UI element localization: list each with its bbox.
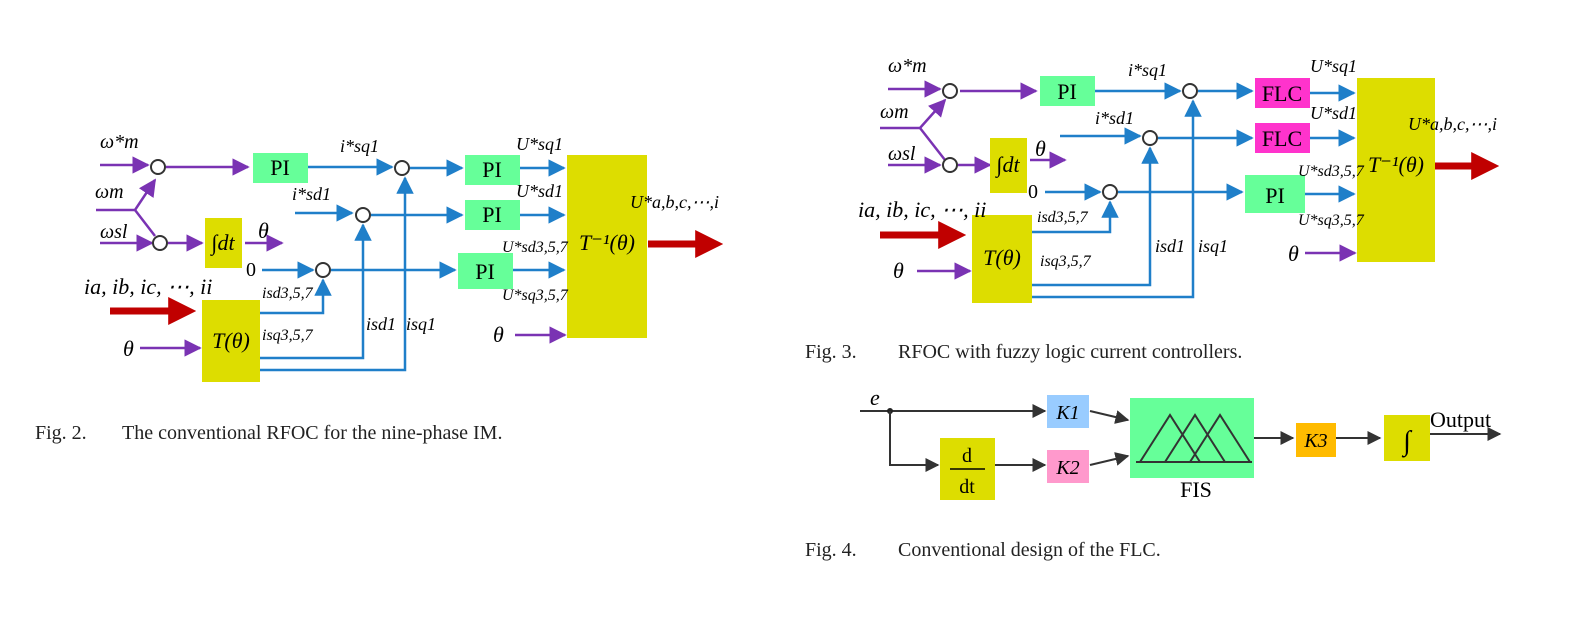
- fig3-transform-block: [972, 215, 1032, 303]
- fig2-currents-in: ia, ib, ic, ⋯, ii: [84, 274, 212, 299]
- fig2-omega-m-ref: ω*m: [100, 131, 139, 153]
- fig3-i-sq1-ref: i*sq1: [1128, 60, 1167, 80]
- fig2-inverse-transform-block: [567, 155, 647, 338]
- fig2-caption-text: The conventional RFOC for the nine-phase…: [122, 422, 502, 444]
- fig4-k2-label: K2: [1055, 457, 1079, 479]
- fig2-pi-q-label: PI: [482, 157, 502, 182]
- fig3-inverse-transform-label: T⁻¹(θ): [1368, 152, 1424, 177]
- fig2-i-sd1: isd1: [366, 314, 396, 334]
- fig3-u-sd1: U*sd1: [1310, 103, 1357, 123]
- fig2-zero-label: 0: [246, 259, 256, 281]
- fig4-membership-functions: [1139, 413, 1201, 463]
- fig2-i-sd1-ref: i*sd1: [292, 184, 331, 204]
- fig3-omega-sl: ωsl: [888, 143, 916, 165]
- fig4-fis-block: [1130, 398, 1254, 478]
- fig3-pi-speed-label: PI: [1057, 79, 1077, 104]
- fig2-u-sq1: U*sq1: [516, 134, 563, 154]
- fig2-pi-xy-label: PI: [475, 259, 495, 284]
- fig3-i-sd1: isd1: [1155, 236, 1185, 256]
- fig4-k3-block: [1296, 423, 1336, 457]
- fig3-u-sq1: U*sq1: [1310, 56, 1357, 76]
- fig3-currents-in: ia, ib, ic, ⋯, ii: [858, 197, 986, 222]
- fig4-k1-block: [1047, 395, 1089, 428]
- fig4-e-label: e: [870, 385, 880, 410]
- fig3-diagram: [880, 76, 1500, 303]
- fig4-deriv-num: d: [962, 445, 972, 467]
- fig3-transform-label: T(θ): [983, 245, 1021, 270]
- fig2-u-sd357: U*sd3,5,7: [502, 239, 569, 256]
- fig4-integral-symbol: ∫: [1401, 426, 1413, 458]
- fig3-i-sd357: isd3,5,7: [1037, 209, 1089, 226]
- fig2-omega-m: ωm: [95, 181, 124, 203]
- fig2-u-sq357: U*sq3,5,7: [502, 287, 569, 304]
- fig3-integrator-label: ∫dt: [994, 152, 1020, 178]
- fig4-fis-label: FIS: [1180, 477, 1212, 502]
- fig2-omega-sl: ωsl: [100, 221, 128, 243]
- fig3-pi-speed-block: [1040, 76, 1095, 106]
- fig3-caption-text: RFOC with fuzzy logic current controller…: [898, 341, 1242, 363]
- fig4-caption-text: Conventional design of the FLC.: [898, 539, 1161, 561]
- fig4-integrator-block: [1384, 415, 1430, 461]
- fig3-theta-out: θ: [1035, 136, 1046, 161]
- fig3-flc-q-label: FLC: [1262, 81, 1302, 106]
- fig2-i-sq357: isq3,5,7: [262, 327, 314, 344]
- fig2-i-sq1-ref: i*sq1: [340, 136, 379, 156]
- fig3-theta-in: θ: [893, 258, 904, 283]
- fig3-inverse-transform-block: [1357, 78, 1435, 262]
- fig2-pi-d-block: [465, 200, 520, 230]
- fig2-pi-speed-block: [253, 153, 308, 183]
- fig4-deriv-den: dt: [959, 476, 975, 498]
- fig3-pi-xy-label: PI: [1265, 183, 1285, 208]
- fig2-inverse-transform-label: T⁻¹(θ): [579, 230, 635, 255]
- fig2-integrator-label: ∫dt: [209, 230, 235, 256]
- fig2-diagram: [96, 153, 724, 382]
- fig3-flc-d-label: FLC: [1262, 126, 1302, 151]
- fig3-pi-xy-block: [1245, 175, 1305, 213]
- fig2-u-sd1: U*sd1: [516, 181, 563, 201]
- fig3-u-out: U*a,b,c,⋯,i: [1408, 114, 1497, 134]
- fig2-theta-out: θ: [258, 218, 269, 243]
- fig2-transform-block: [202, 300, 260, 382]
- fig3-u-sd357: U*sd3,5,7: [1298, 163, 1365, 180]
- fig4-caption-number: Fig. 4.: [805, 539, 857, 561]
- fig2-pi-d-label: PI: [482, 202, 502, 227]
- fig2-pi-q-block: [465, 155, 520, 185]
- fig2-u-out: U*a,b,c,⋯,i: [630, 192, 719, 212]
- fig3-i-sq357: isq3,5,7: [1040, 253, 1092, 270]
- fig2-caption-number: Fig. 2.: [35, 422, 87, 444]
- fig4-k1-label: K1: [1055, 402, 1079, 424]
- fig3-flc-d-block: [1255, 123, 1310, 153]
- fig4-k2-block: [1047, 450, 1089, 483]
- fig3-caption-number: Fig. 3.: [805, 341, 857, 363]
- fig2-i-sq1: isq1: [406, 314, 436, 334]
- fig2-transform-label: T(θ): [212, 328, 250, 353]
- fig4-diagram: [860, 395, 1502, 500]
- fig3-flc-q-block: [1255, 78, 1310, 108]
- fig2-i-sd357: isd3,5,7: [262, 285, 314, 302]
- fig2-pi-speed-label: PI: [270, 155, 290, 180]
- fig3-zero-label: 0: [1028, 181, 1038, 203]
- fig2-integrator-block: [205, 218, 242, 268]
- fig3-i-sd1-ref: i*sd1: [1095, 108, 1134, 128]
- fig3-omega-m: ωm: [880, 101, 909, 123]
- fig2-theta-in-2: θ: [493, 322, 504, 347]
- fig2-pi-xy-block: [458, 253, 513, 289]
- fig4-k3-label: K3: [1303, 430, 1327, 452]
- fig3-i-sq1: isq1: [1198, 236, 1228, 256]
- fig4-output-label: Output: [1430, 407, 1491, 432]
- fig3-integrator-block: [990, 138, 1027, 193]
- fig2-theta-in: θ: [123, 336, 134, 361]
- fig3-u-sq357: U*sq3,5,7: [1298, 212, 1365, 229]
- fig3-omega-m-ref: ω*m: [888, 55, 927, 77]
- fig3-theta-in-2: θ: [1288, 241, 1299, 266]
